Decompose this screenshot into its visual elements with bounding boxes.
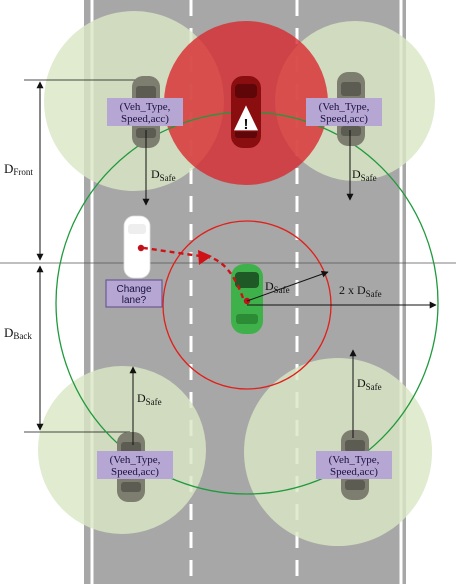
- svg-text:Speed,acc): Speed,acc): [111, 466, 159, 478]
- change-lane-arrowhead: [198, 250, 212, 265]
- svg-text:(Veh_Type,: (Veh_Type,: [329, 454, 380, 466]
- svg-text:(Veh_Type,: (Veh_Type,: [319, 101, 370, 113]
- vehicle-ego: [231, 264, 263, 334]
- vehicle-candidate-lane: [123, 215, 151, 279]
- change-lane-line1: Change: [116, 284, 151, 295]
- svg-text:Speed,acc): Speed,acc): [330, 466, 378, 478]
- change-lane-line2: lane?: [122, 295, 147, 306]
- d-safe-label-front-right: DSafe: [352, 167, 377, 183]
- label-box-back-left: (Veh_Type, Speed,acc): [97, 451, 173, 479]
- two-d-safe-label: 2 x DSafe: [339, 283, 382, 299]
- svg-text:Speed,acc): Speed,acc): [121, 113, 169, 125]
- svg-text:(Veh_Type,: (Veh_Type,: [120, 101, 171, 113]
- d-back-label: DBack: [4, 325, 32, 341]
- label-box-back-right: (Veh_Type, Speed,acc): [316, 451, 392, 479]
- svg-text:(Veh_Type,: (Veh_Type,: [110, 454, 161, 466]
- change-lane-box: Change lane?: [105, 279, 163, 308]
- d-safe-label-front-left: DSafe: [151, 167, 176, 183]
- hazard-warning-icon: !: [232, 102, 260, 133]
- d-safe-arrow-ego: [246, 270, 329, 302]
- d-safe-label-back-right: DSafe: [357, 376, 382, 392]
- d-safe-label-ego: DSafe: [265, 279, 290, 295]
- label-box-front-left: (Veh_Type, Speed,acc): [107, 98, 183, 126]
- svg-text:Speed,acc): Speed,acc): [320, 113, 368, 125]
- d-front-label: DFront: [4, 161, 33, 177]
- hazard-mark: !: [244, 116, 249, 133]
- label-box-front-right: (Veh_Type, Speed,acc): [306, 98, 382, 126]
- d-safe-label-back-left: DSafe: [137, 391, 162, 407]
